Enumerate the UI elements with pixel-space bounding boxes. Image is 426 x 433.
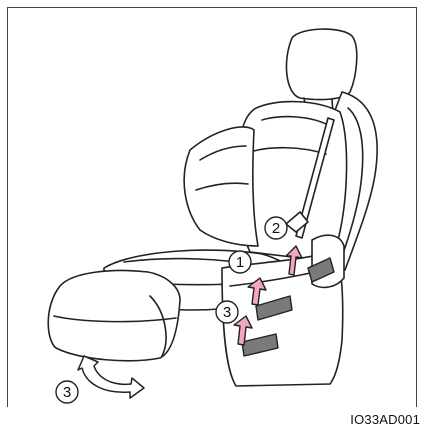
- ottoman: [48, 271, 180, 361]
- callout-1-label: 1: [236, 254, 244, 271]
- curved-arrow: [78, 356, 144, 398]
- callout-3-ottoman-label: 3: [63, 384, 71, 401]
- headrest: [286, 29, 356, 99]
- image-code: IO33AD001: [350, 412, 420, 427]
- callout-3-lever-label: 3: [223, 304, 231, 321]
- callout-2-label: 2: [272, 220, 280, 237]
- left-bolster: [184, 127, 258, 246]
